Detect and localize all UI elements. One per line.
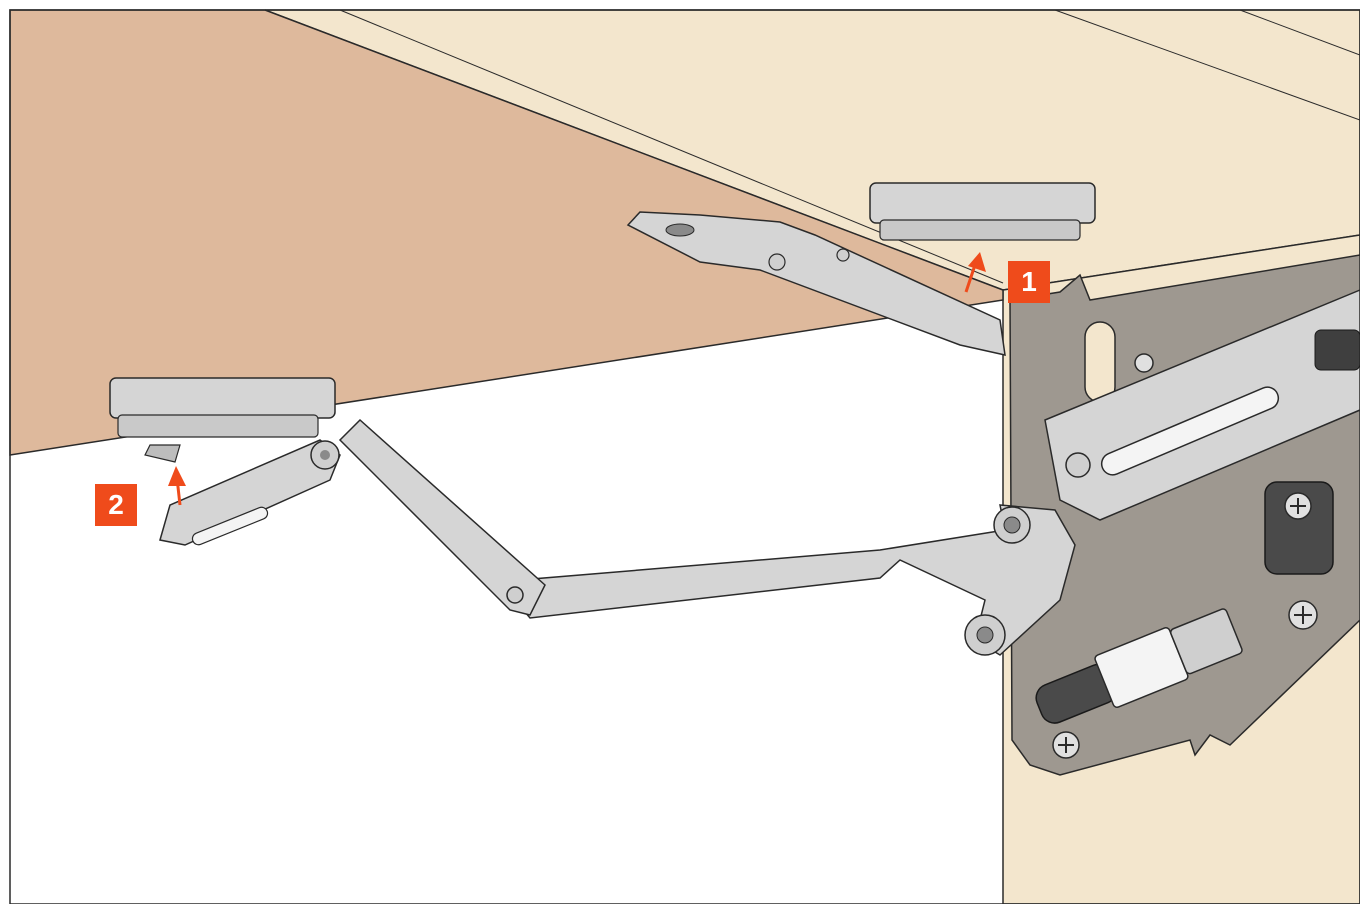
arm-pivot-top-inner	[1003, 516, 1021, 534]
housing-slot	[1100, 386, 1280, 476]
housing-pivot	[1065, 452, 1091, 478]
lift-arm-upper	[338, 418, 546, 616]
door-bracket-left	[159, 439, 341, 546]
screw-icon	[1290, 498, 1306, 514]
screw-icon	[1058, 737, 1074, 753]
lift-arm-lower	[514, 504, 1076, 656]
screw-icon	[1134, 353, 1154, 373]
plate-slot	[1084, 321, 1116, 403]
adjuster-knob	[1314, 329, 1360, 371]
arm-elbow-pivot	[506, 586, 524, 604]
clip-housing-right	[869, 182, 1096, 241]
clip-housing-left	[109, 377, 336, 463]
cable-clip	[1264, 481, 1334, 575]
up-arrow-icon	[168, 466, 186, 506]
cabinet-top-line	[1054, 9, 1360, 121]
up-arrow-icon	[964, 252, 986, 293]
screw-icon	[1294, 606, 1312, 624]
frame-border	[9, 9, 1360, 904]
step-badge-1: 1	[1008, 261, 1050, 303]
door-bracket-right	[626, 211, 1006, 356]
cabinet-top-line-2	[1239, 9, 1360, 56]
arm-pivot-bottom-inner	[976, 626, 994, 644]
damper-cylinder	[1035, 608, 1243, 724]
step-badge-2: 2	[95, 484, 137, 526]
